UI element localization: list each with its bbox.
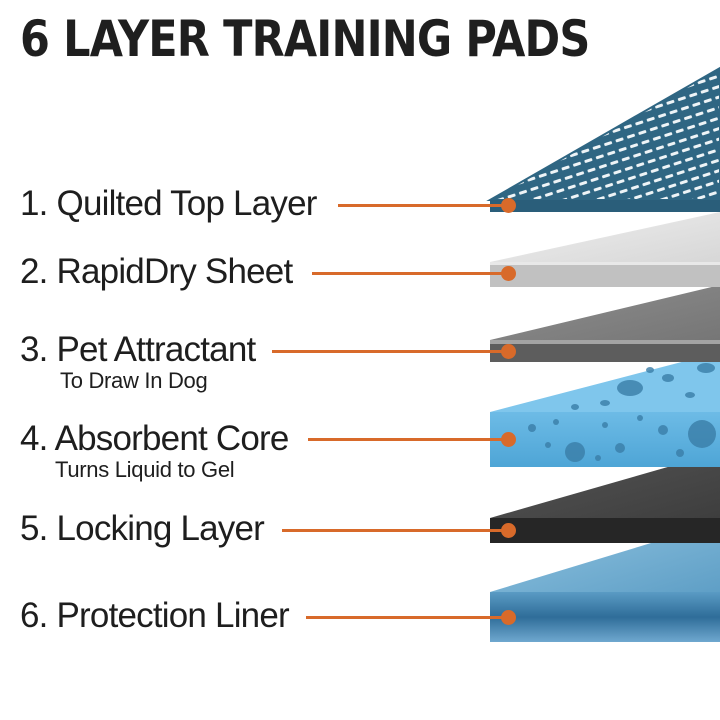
leader-line-layer-1 <box>338 204 508 207</box>
label-layer-4: 4. Absorbent Core <box>20 419 289 458</box>
leader-line-layer-5 <box>282 529 508 532</box>
marker-dot-layer-6 <box>501 610 516 625</box>
leader-line-layer-6 <box>306 616 508 619</box>
layer-pet-attractant <box>490 285 720 362</box>
marker-dot-layer-5 <box>501 523 516 538</box>
layer-rapiddry-sheet <box>490 212 720 287</box>
layer-quilted-top <box>486 66 720 212</box>
label-layer-5: 5. Locking Layer <box>20 509 265 548</box>
sublabel-layer-3: To Draw In Dog <box>60 368 208 393</box>
leader-line-layer-2 <box>312 272 508 275</box>
marker-dot-layer-3 <box>501 344 516 359</box>
leader-line-layer-4 <box>308 438 508 441</box>
marker-dot-layer-4 <box>501 432 516 447</box>
label-layer-6: 6. Protection Liner <box>20 596 290 635</box>
label-layer-3: 3. Pet Attractant <box>20 330 256 369</box>
label-layer-1: 1. Quilted Top Layer <box>20 184 317 223</box>
marker-dot-layer-1 <box>501 198 516 213</box>
marker-dot-layer-2 <box>501 266 516 281</box>
layer-locking <box>490 452 720 543</box>
label-layer-2: 2. RapidDry Sheet <box>20 252 293 291</box>
diagram-title: 6 LAYER TRAINING PADS <box>20 10 590 68</box>
leader-line-layer-3 <box>272 350 508 353</box>
sublabel-layer-4: Turns Liquid to Gel <box>55 457 235 482</box>
layer-absorbent-core <box>490 352 720 467</box>
